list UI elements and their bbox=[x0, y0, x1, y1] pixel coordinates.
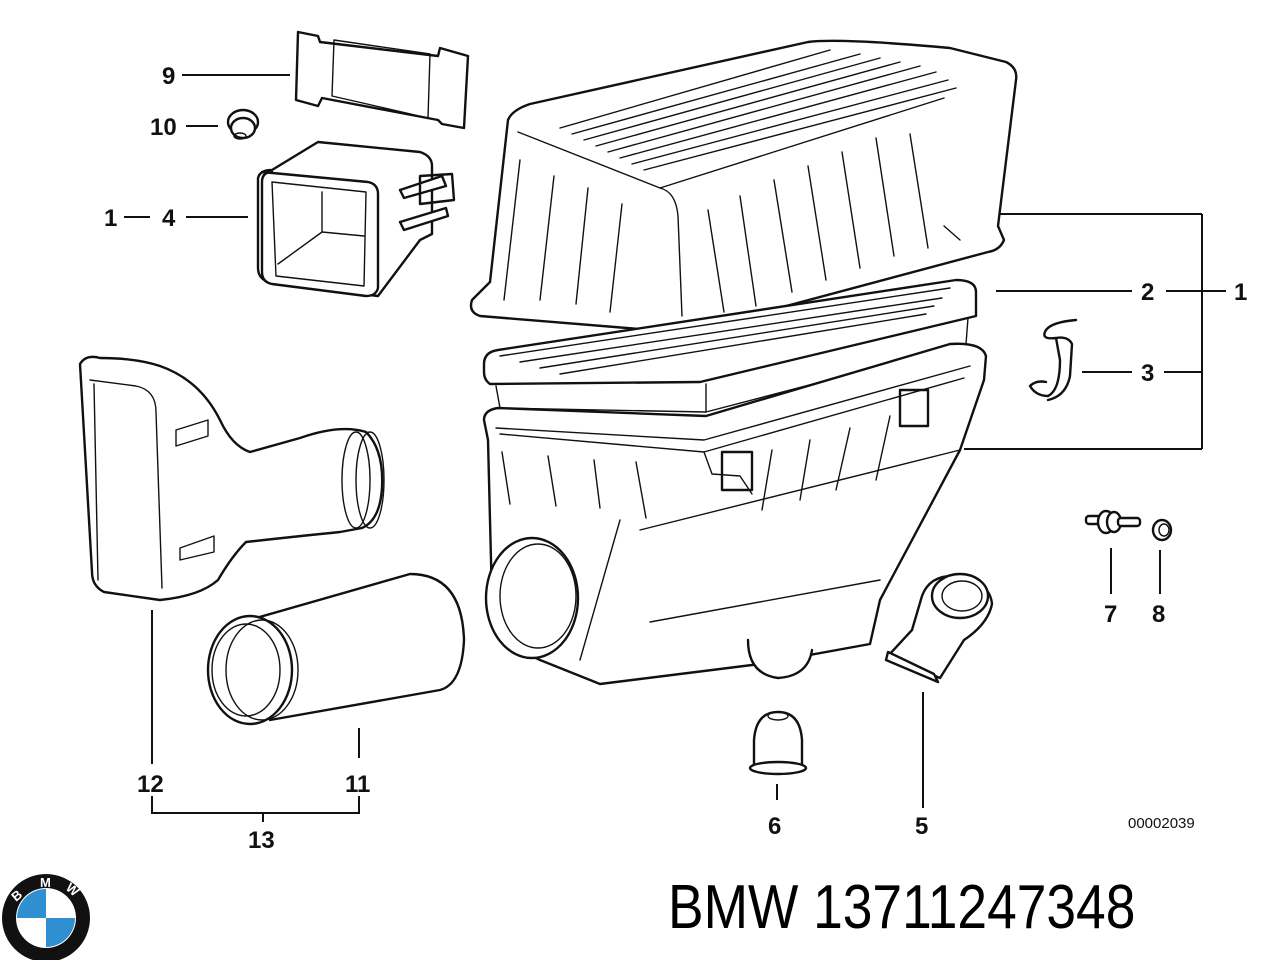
part-number-title: BMW 13711247348 bbox=[668, 873, 1136, 942]
housing-upper-part-1[interactable] bbox=[469, 39, 1018, 334]
drawing-code: 00002039 bbox=[1128, 815, 1195, 832]
callout-4: 4 bbox=[162, 205, 176, 232]
callout-12: 12 bbox=[137, 771, 164, 798]
nut-part-8[interactable] bbox=[1151, 518, 1173, 542]
intake-hose-part-11[interactable] bbox=[206, 572, 466, 726]
logo-quadrant-blue-1 bbox=[17, 889, 46, 918]
callout-3: 3 bbox=[1141, 360, 1154, 387]
callout-8: 8 bbox=[1152, 601, 1165, 628]
callout-10: 10 bbox=[150, 114, 177, 141]
cap-part-6[interactable] bbox=[748, 710, 808, 776]
callout-5: 5 bbox=[915, 813, 928, 840]
callout-2: 2 bbox=[1141, 279, 1154, 306]
callout-6: 6 bbox=[768, 813, 781, 840]
drain-valve-part-5[interactable] bbox=[884, 572, 994, 684]
filter-element-part-2[interactable] bbox=[482, 278, 978, 413]
housing-lower-part-1[interactable] bbox=[482, 342, 988, 686]
callout-11: 11 bbox=[345, 771, 370, 798]
clamp-part-3[interactable] bbox=[1028, 318, 1078, 402]
callout-1-left: 1 bbox=[104, 205, 117, 232]
callouts: 9 10 1 4 1 2 3 7 8 12 11 13 6 5 00002039 bbox=[104, 63, 1247, 854]
leader-lines bbox=[124, 74, 1226, 822]
gasket-part-9[interactable] bbox=[294, 30, 470, 130]
logo-letter-m: M bbox=[40, 875, 51, 890]
air-duct-part-12[interactable] bbox=[78, 355, 385, 602]
intake-funnel-part-4[interactable] bbox=[256, 140, 456, 298]
callout-9: 9 bbox=[162, 63, 175, 90]
callout-1-right: 1 bbox=[1234, 279, 1247, 306]
callout-13: 13 bbox=[248, 827, 275, 854]
callout-7: 7 bbox=[1104, 601, 1117, 628]
bmw-logo: B M W bbox=[2, 874, 90, 960]
rubber-mount-part-7[interactable] bbox=[1084, 509, 1142, 535]
logo-quadrant-blue-2 bbox=[46, 918, 75, 947]
grommet-part-10[interactable] bbox=[226, 108, 260, 140]
